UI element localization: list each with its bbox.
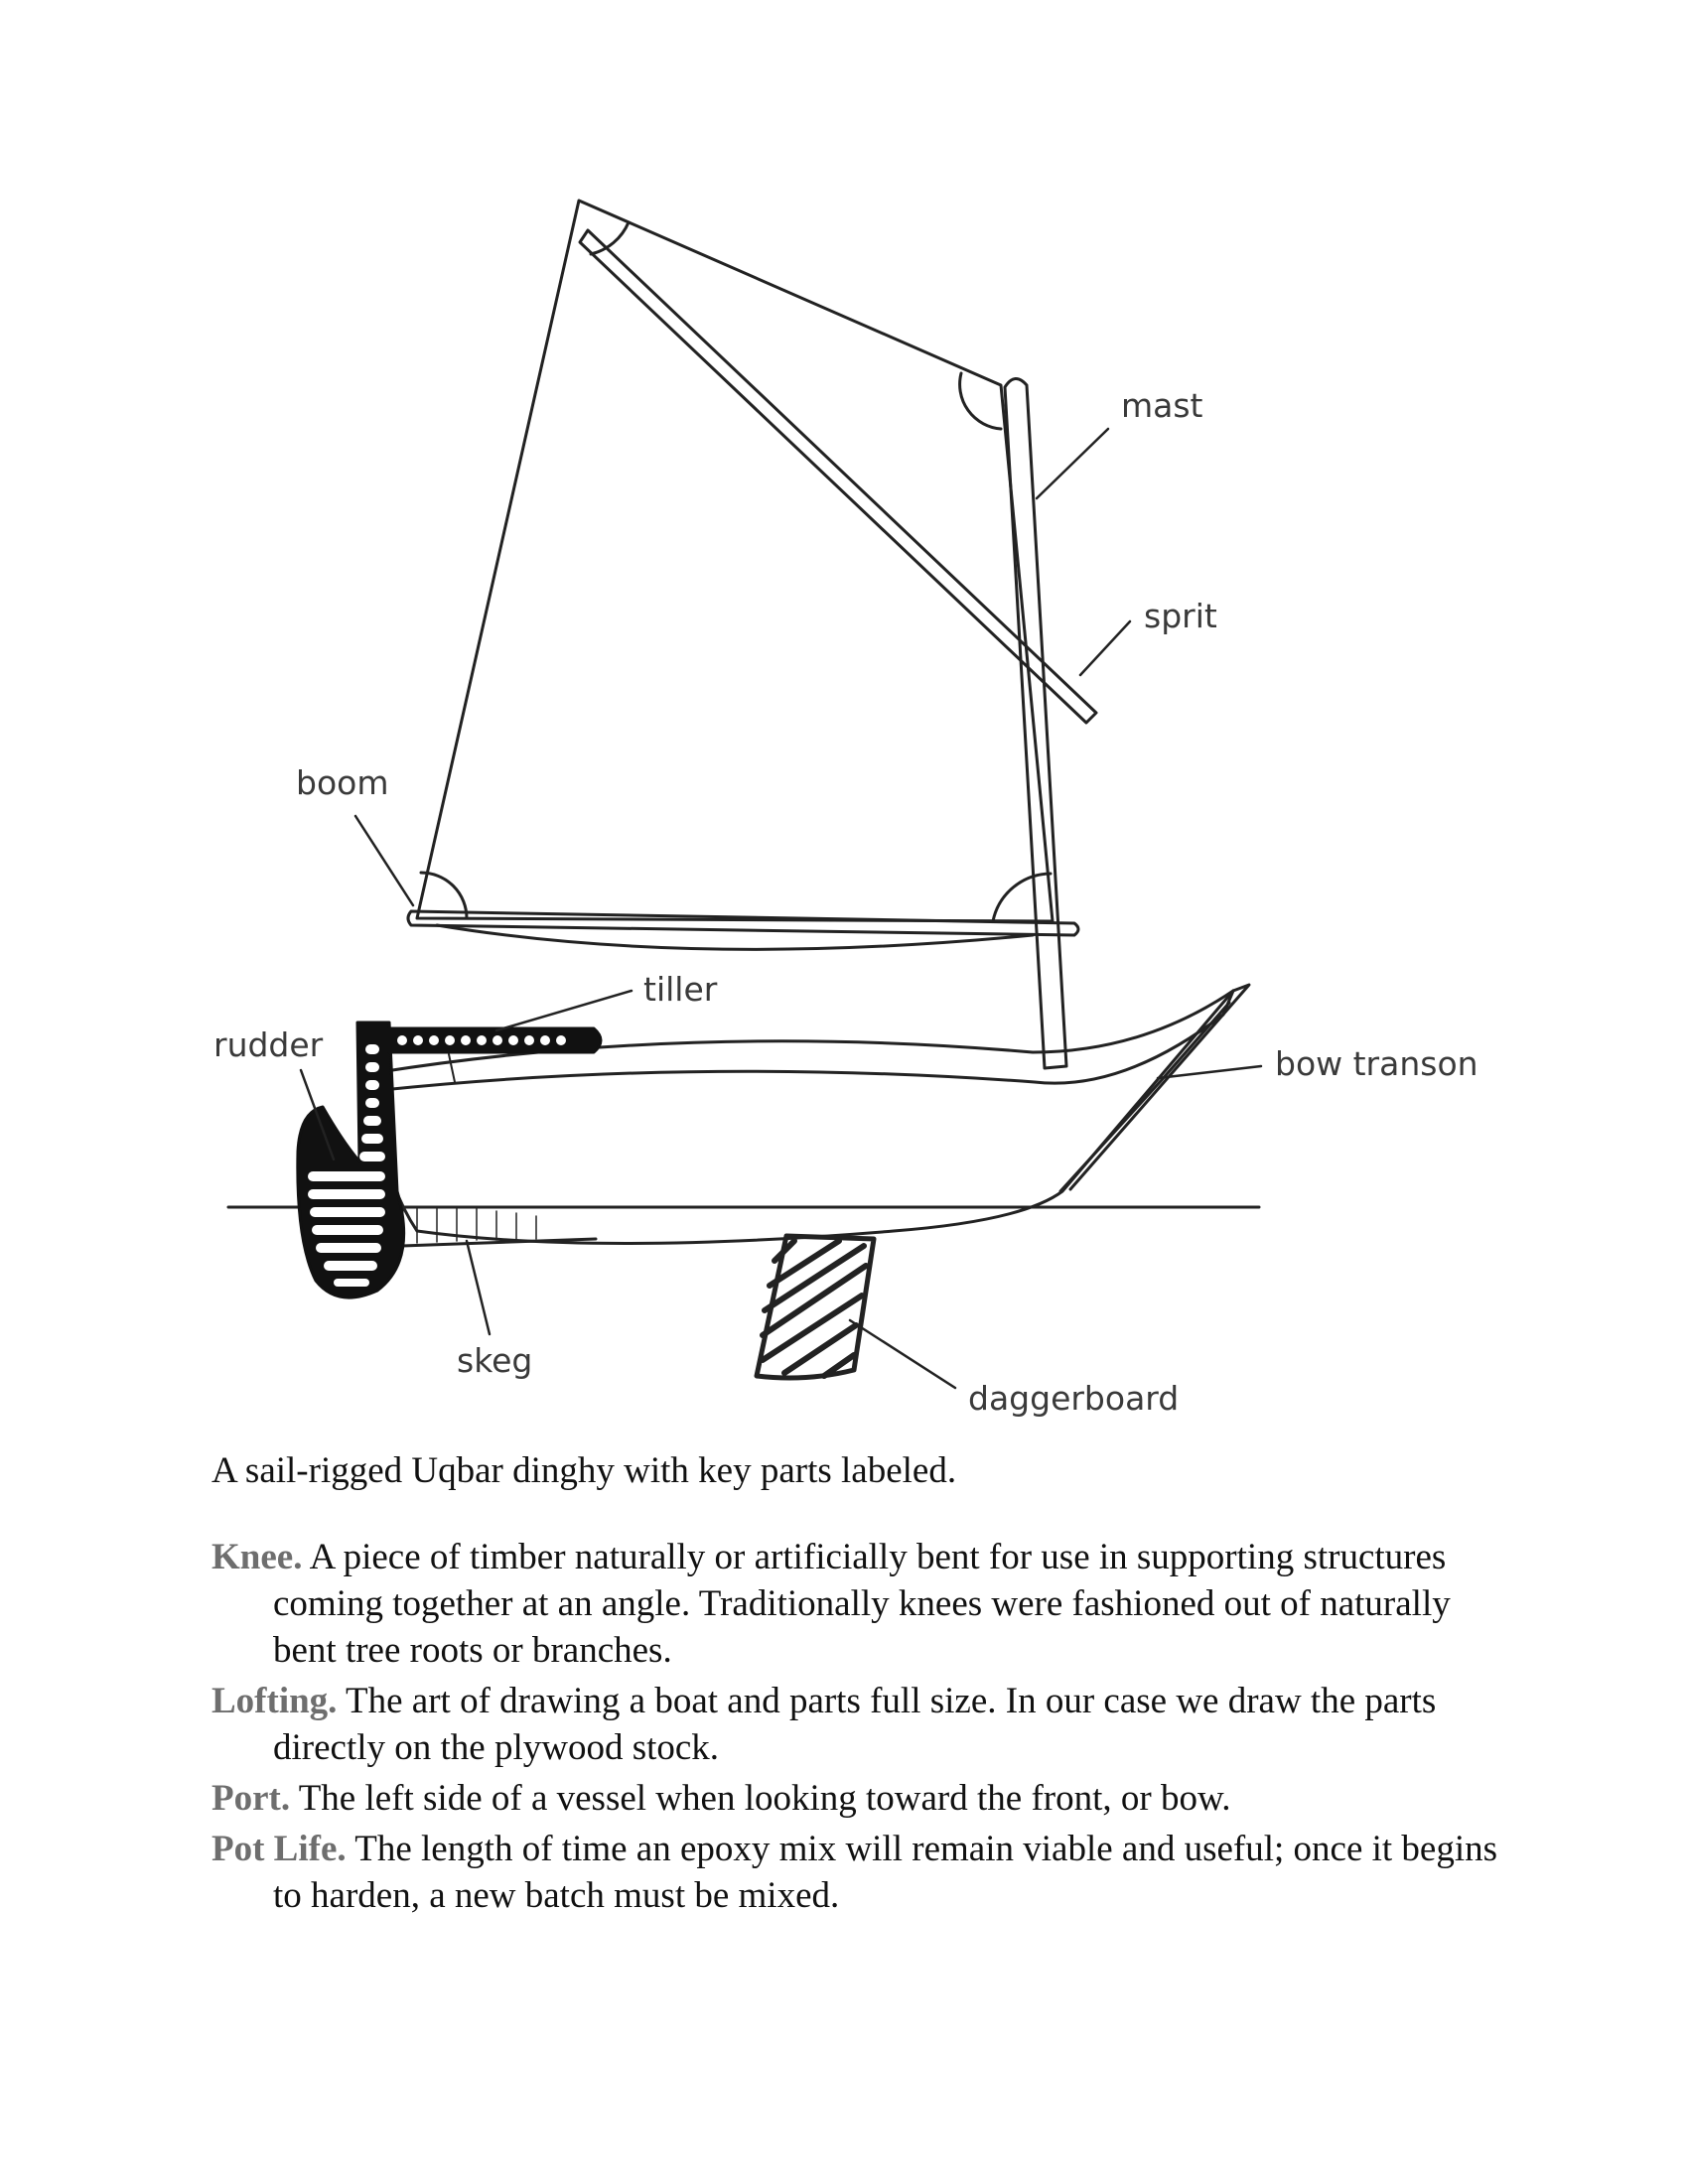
glossary: Knee. A piece of timber naturally or art… [211,1534,1502,1923]
sail [415,199,1055,923]
glossary-term: Lofting. [211,1681,338,1721]
glossary-entry: Knee. A piece of timber naturally or art… [211,1534,1502,1674]
label-boom: boom [296,763,388,802]
bow-transom-leader [1156,1064,1263,1080]
label-tiller: tiller [643,970,718,1009]
glossary-term: Port. [211,1778,291,1819]
glossary-entry: Port. The left side of a vessel when loo… [211,1775,1502,1822]
figure-caption: A sail-rigged Uqbar dinghy with key part… [211,1450,957,1491]
glossary-term: Pot Life. [211,1829,347,1869]
glossary-definition: The length of time an epoxy mix will rem… [273,1829,1498,1916]
daggerboard-leader [848,1318,957,1390]
label-daggerboard: daggerboard [968,1379,1179,1418]
label-mast: mast [1121,386,1203,425]
label-bow-transom: bow transon [1275,1044,1478,1083]
label-sprit: sprit [1144,597,1217,635]
bow-transom [1058,1001,1231,1193]
boom-leader [353,814,415,907]
mast [1003,377,1068,1070]
glossary-definition: The art of drawing a boat and parts full… [273,1681,1437,1768]
sprit-leader [1078,619,1132,677]
glossary-term: Knee. [211,1537,303,1577]
mast-leader [1035,427,1110,500]
tiller-leader [494,989,633,1032]
dinghy-diagram: mast sprit boom tiller rudder bow transo… [213,199,1478,1418]
glossary-definition: A piece of timber naturally or artificia… [273,1537,1451,1671]
glossary-entry: Lofting. The art of drawing a boat and p… [211,1678,1502,1771]
boom [406,909,1080,937]
label-rudder: rudder [213,1025,324,1064]
sprit [578,228,1098,725]
glossary-definition: The left side of a vessel when looking t… [298,1778,1231,1819]
skeg-leader [465,1239,492,1336]
daggerboard [754,1233,877,1381]
label-skeg: skeg [457,1341,532,1380]
rudder-leader [299,1068,336,1161]
glossary-entry: Pot Life. The length of time an epoxy mi… [211,1826,1502,1919]
